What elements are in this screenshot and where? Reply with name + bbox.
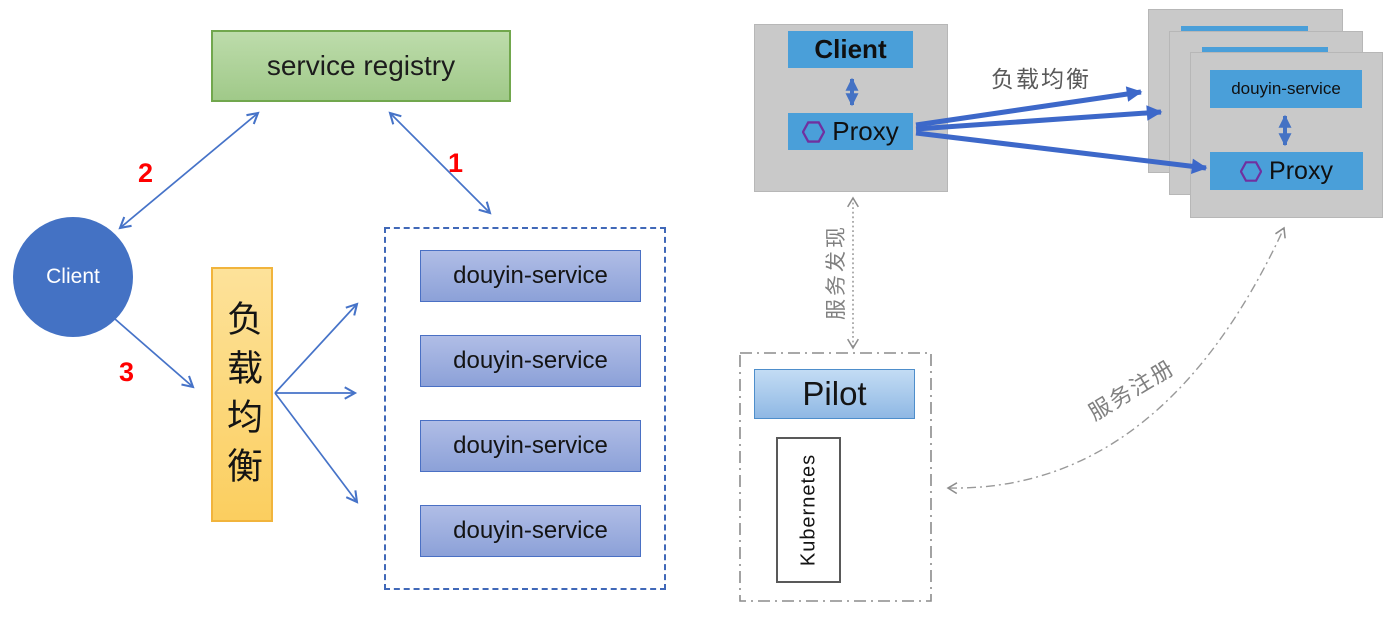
kubernetes-box: Kubernetes (776, 437, 841, 583)
pilot-box: Pilot (754, 369, 915, 419)
pod-proxy-box: Proxy (788, 113, 913, 150)
douyin-service-label: douyin-service (453, 432, 608, 459)
pod-proxy-label: Proxy (832, 116, 899, 146)
step-1-number: 1 (448, 148, 464, 178)
douyin-service-box-1: douyin-service (420, 250, 641, 302)
douyin-service-box-4: douyin-service (420, 505, 641, 557)
service-registry-label: service registry (266, 50, 456, 81)
pod-sidecar-proxy-label: Proxy (1269, 156, 1333, 185)
arrow-service-registration (946, 226, 1286, 495)
proxy-hexagon-icon (1240, 159, 1263, 184)
step-3-number: 3 (119, 357, 135, 387)
load-balancer-box: 负载均衡 (211, 267, 273, 522)
kubernetes-label: Kubernetes (797, 453, 819, 567)
pod-douyin-service-box: douyin-service (1210, 70, 1362, 108)
load-balancing-label: 负载均衡 (991, 66, 1091, 92)
load-balancer-label: 负载均衡 (222, 299, 263, 496)
client-label: Client (46, 265, 100, 288)
douyin-service-label: douyin-service (453, 517, 608, 544)
douyin-service-box-2: douyin-service (420, 335, 641, 387)
douyin-service-label: douyin-service (453, 347, 608, 374)
service-pod-back-strip (1181, 26, 1308, 32)
arrow-lb-service-1 (274, 302, 359, 394)
arrow-proxy-pod-back (915, 86, 1143, 128)
arrow-proxy-pod-middle (915, 105, 1163, 132)
douyin-service-label: douyin-service (453, 262, 608, 289)
pod-sidecar-proxy-box: Proxy (1210, 152, 1363, 190)
service-registry-box: service registry (211, 30, 511, 102)
douyin-service-box-3: douyin-service (420, 420, 641, 472)
service-registration-label: 服务注册 (1084, 354, 1180, 426)
arrow-lb-service-3 (274, 392, 359, 504)
step-2-number: 2 (138, 158, 154, 188)
pilot-label: Pilot (802, 375, 867, 412)
service-cluster-container (384, 227, 666, 590)
service-pod-middle-strip (1202, 47, 1328, 53)
pod-client-label: Client (814, 34, 887, 64)
arrow-registry-services (388, 111, 492, 215)
service-discovery-label: 服务发现 (825, 224, 848, 320)
pod-douyin-service-label: douyin-service (1231, 79, 1341, 98)
client-circle: Client (13, 217, 133, 337)
pod-client-box: Client (788, 31, 913, 68)
proxy-hexagon-icon (802, 119, 826, 145)
